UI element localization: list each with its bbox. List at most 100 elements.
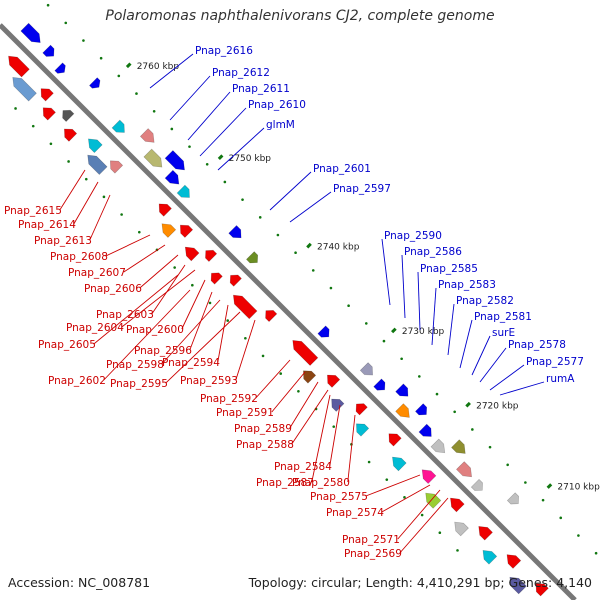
gene-arrow [506, 492, 519, 505]
reverse-gene-label: Pnap_2580 [292, 477, 350, 489]
kbp-tick-mark [306, 242, 312, 249]
scale-dot [188, 145, 191, 148]
gene-arrow [109, 160, 124, 174]
kbp-tick-label: 2710 kbp [557, 483, 600, 493]
scale-dot [241, 198, 244, 201]
gene-arrow [317, 325, 330, 338]
forward-label-leader [149, 53, 194, 89]
scale-dot [135, 92, 138, 95]
forward-gene-label: Pnap_2612 [212, 67, 270, 79]
gene-arrow [89, 77, 101, 89]
accession-text: Accession: NC_008781 [8, 575, 151, 590]
gene-arrow [373, 378, 386, 391]
gene-arrow [454, 521, 469, 537]
reverse-gene-label: Pnap_2594 [162, 357, 220, 369]
gene-arrow [164, 169, 180, 185]
reverse-gene-label: Pnap_2603 [96, 309, 154, 321]
scale-dot [420, 513, 424, 517]
forward-gene-label: Pnap_2581 [474, 311, 532, 323]
reverse-label-leader [311, 394, 331, 483]
kbp-tick-label: 2730 kbp [402, 327, 445, 337]
scale-dot [541, 498, 545, 502]
reverse-label-leader [103, 289, 191, 381]
reverse-label-leader [73, 181, 99, 225]
scale-dot [297, 389, 300, 393]
gene-arrow [395, 403, 410, 418]
reverse-gene-label: Pnap_2596 [134, 345, 192, 357]
gene-arrow [111, 119, 125, 133]
scale-dot [385, 478, 389, 481]
reverse-gene-label: Pnap_2575 [310, 491, 368, 503]
reverse-gene-label: Pnap_2571 [342, 534, 400, 546]
scale-dot [152, 109, 156, 113]
reverse-label-leader [161, 299, 221, 365]
gene-arrow [392, 456, 407, 472]
reverse-label-leader [291, 389, 329, 445]
forward-gene-label: rumA [546, 373, 575, 385]
scale-dot [191, 283, 194, 287]
forward-label-leader [199, 107, 247, 157]
gene-arrow [395, 383, 409, 397]
reverse-gene-label: Pnap_2606 [84, 283, 142, 295]
reverse-gene-label: Pnap_2587 [256, 477, 314, 489]
gene-arrow [205, 249, 218, 262]
reverse-label-leader [59, 169, 86, 211]
scale-dot [403, 496, 406, 499]
reverse-label-leader [365, 474, 421, 497]
gene-arrow [54, 62, 66, 74]
reverse-label-leader [165, 311, 241, 384]
reverse-gene-label: Pnap_2605 [38, 339, 96, 351]
scale-dot [364, 322, 368, 325]
scale-dot [64, 21, 68, 25]
reverse-gene-label: Pnap_2613 [34, 235, 92, 247]
forward-gene-label: Pnap_2597 [333, 183, 391, 195]
kbp-tick-label: 2740 kbp [317, 242, 360, 252]
scale-dot [82, 39, 85, 42]
forward-label-leader [447, 303, 455, 356]
scale-dot [279, 372, 283, 375]
reverse-gene-label: Pnap_2595 [110, 378, 168, 390]
reverse-label-leader [123, 244, 166, 273]
reverse-label-leader [121, 269, 196, 328]
forward-label-leader [401, 254, 406, 319]
reverse-gene-label: Pnap_2602 [48, 375, 106, 387]
gene-arrow [158, 203, 172, 217]
gene-arrow [415, 403, 428, 416]
gene-arrow [40, 88, 54, 102]
reverse-label-leader [329, 404, 341, 467]
gene-arrow [356, 423, 370, 437]
kbp-tick-mark [125, 62, 132, 69]
kbp-tick-label: 2750 kbp [229, 154, 272, 164]
scale-dot [453, 410, 456, 414]
gene-arrow [164, 150, 185, 171]
gene-arrow [359, 362, 373, 376]
reverse-gene-label: Pnap_2592 [200, 393, 258, 405]
forward-gene-label: Pnap_2582 [456, 295, 514, 307]
gene-arrow [228, 225, 242, 239]
scale-dot [347, 304, 350, 308]
gene-arrow [478, 525, 493, 541]
kbp-tick-mark [391, 327, 397, 334]
forward-gene-label: Pnap_2610 [248, 99, 306, 111]
reverse-gene-label: Pnap_2593 [180, 375, 238, 387]
reverse-gene-label: Pnap_2584 [274, 461, 332, 473]
forward-label-leader [417, 271, 421, 331]
scale-dot [294, 251, 297, 254]
gene-arrow [506, 554, 522, 569]
scale-dot [14, 107, 17, 110]
reverse-label-leader [217, 304, 229, 363]
scale-dot [84, 177, 88, 181]
gene-arrow [509, 576, 527, 595]
scale-dot [49, 142, 53, 146]
reverse-gene-label: Pnap_2569 [344, 548, 402, 560]
reverse-gene-label: Pnap_2608 [50, 251, 108, 263]
kbp-tick-mark [217, 154, 224, 161]
forward-gene-label: Pnap_2590 [384, 230, 442, 242]
scale-dot [471, 428, 474, 431]
gene-arrow [355, 403, 368, 416]
forward-gene-label: glmM [266, 119, 295, 131]
reverse-label-leader [347, 414, 356, 483]
forward-label-leader [471, 335, 491, 376]
reverse-label-leader [151, 264, 186, 315]
gene-arrow [12, 76, 37, 102]
